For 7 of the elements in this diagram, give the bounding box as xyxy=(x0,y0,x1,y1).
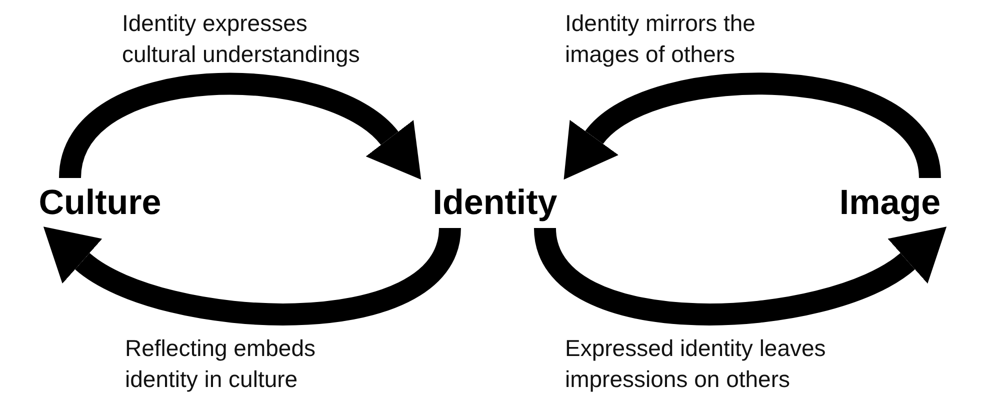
concept-label: Culture xyxy=(38,183,162,223)
edge-label: Expressed identity leaves impressions on others xyxy=(565,334,827,394)
edge-label: Identity mirrors the images of others xyxy=(565,9,756,70)
concept-label: Identity xyxy=(432,183,558,223)
edge-label: Reflecting embeds identity in culture xyxy=(125,334,316,394)
concept-label: Image xyxy=(839,183,941,223)
edge-label: Identity expresses cultural understandings xyxy=(122,9,361,70)
